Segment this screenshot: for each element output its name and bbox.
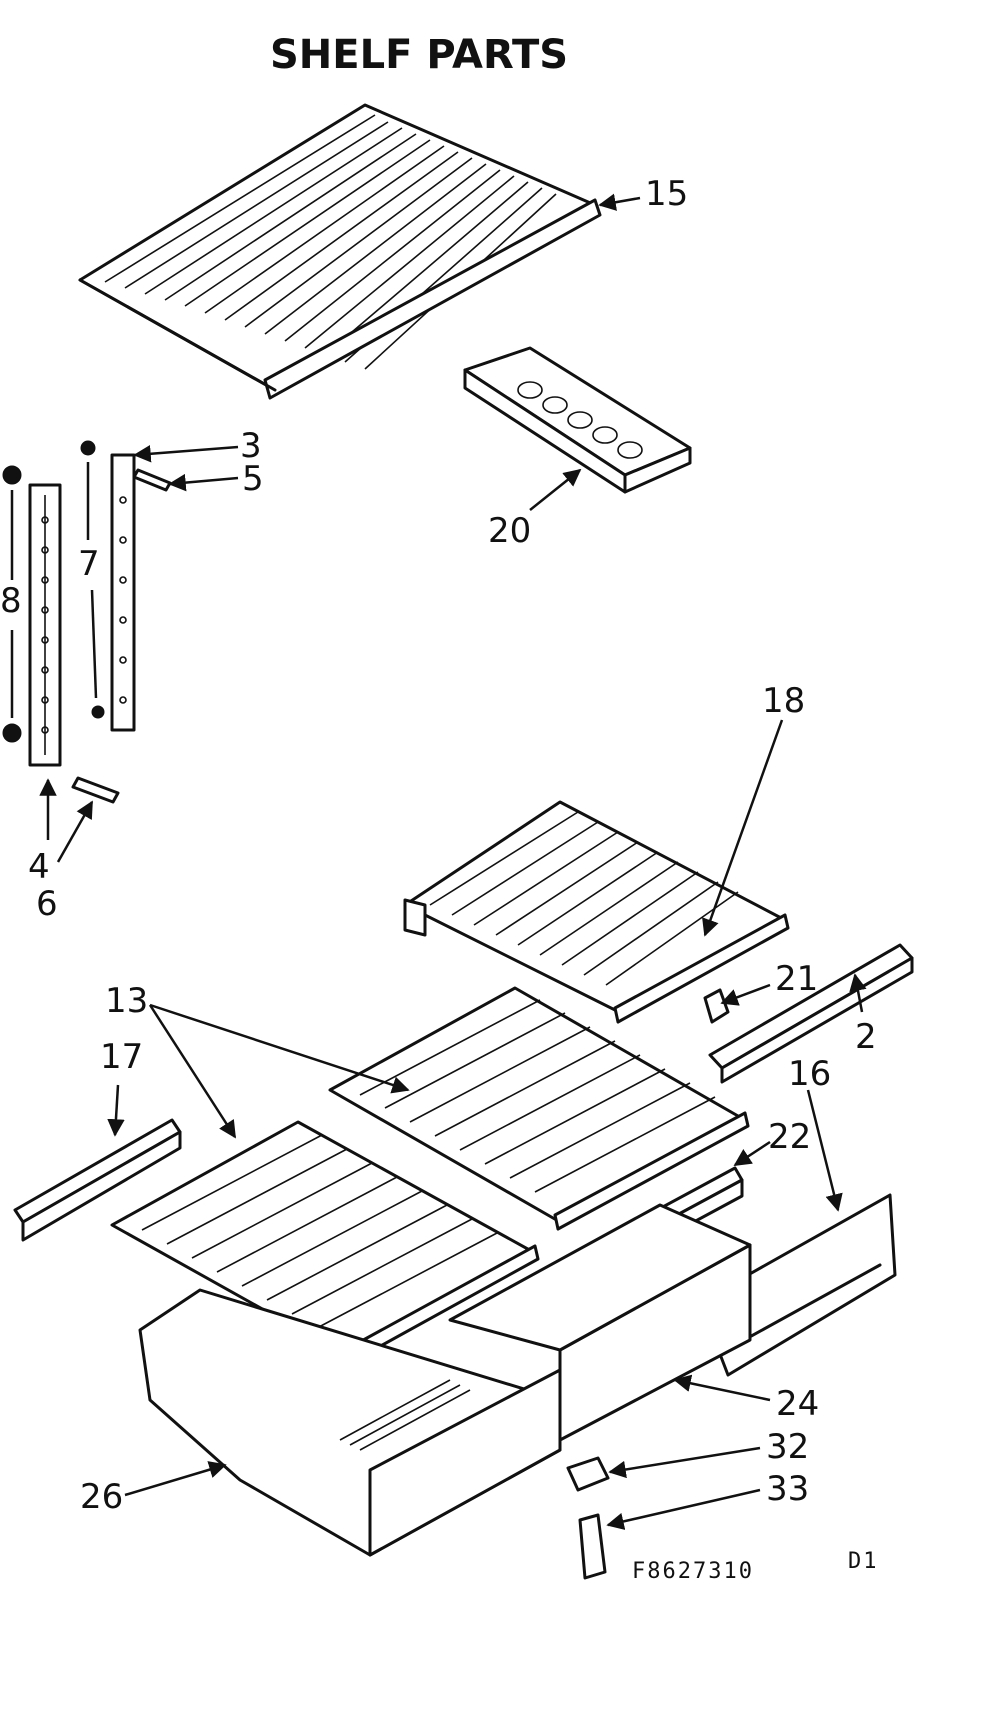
part-label-18: 18 xyxy=(762,681,805,721)
diagram-title: SHELF PARTS xyxy=(270,32,568,78)
part-label-7: 7 xyxy=(78,544,100,584)
part-label-2: 2 xyxy=(855,1017,877,1057)
part-label-15: 15 xyxy=(645,174,688,214)
part-label-8: 8 xyxy=(0,581,22,621)
part-label-5: 5 xyxy=(242,459,264,499)
slider-control xyxy=(578,1513,607,1580)
shelf-clip xyxy=(703,988,730,1024)
part-label-6: 6 xyxy=(36,884,58,924)
diagram-code: F8627310 xyxy=(632,1559,754,1584)
shelf-support-rails xyxy=(2,440,172,804)
part-label-16: 16 xyxy=(788,1054,831,1094)
part-label-4: 4 xyxy=(28,847,50,887)
wire-shelf-top xyxy=(78,103,602,400)
part-label-20: 20 xyxy=(488,511,531,551)
sheet-code: D1 xyxy=(848,1549,879,1574)
part-label-24: 24 xyxy=(776,1384,819,1424)
part-label-17: 17 xyxy=(100,1037,143,1077)
part-label-22: 22 xyxy=(768,1117,811,1157)
part-label-33: 33 xyxy=(766,1469,809,1509)
part-label-3: 3 xyxy=(240,426,262,466)
left-rail xyxy=(13,1118,182,1242)
egg-tray xyxy=(463,346,692,494)
part-label-32: 32 xyxy=(766,1427,809,1467)
part-label-26: 26 xyxy=(80,1477,123,1517)
right-crisper-pan xyxy=(448,1203,752,1442)
glass-shelf-left xyxy=(110,1120,540,1366)
humidity-control xyxy=(566,1456,610,1492)
leader-lines xyxy=(39,193,867,1530)
glass-shelf-right xyxy=(328,986,750,1231)
part-label-13: 13 xyxy=(105,981,148,1021)
part-label-21: 21 xyxy=(775,959,818,999)
upper-glass-shelf xyxy=(403,800,790,1024)
left-crisper-pan xyxy=(138,1288,562,1557)
